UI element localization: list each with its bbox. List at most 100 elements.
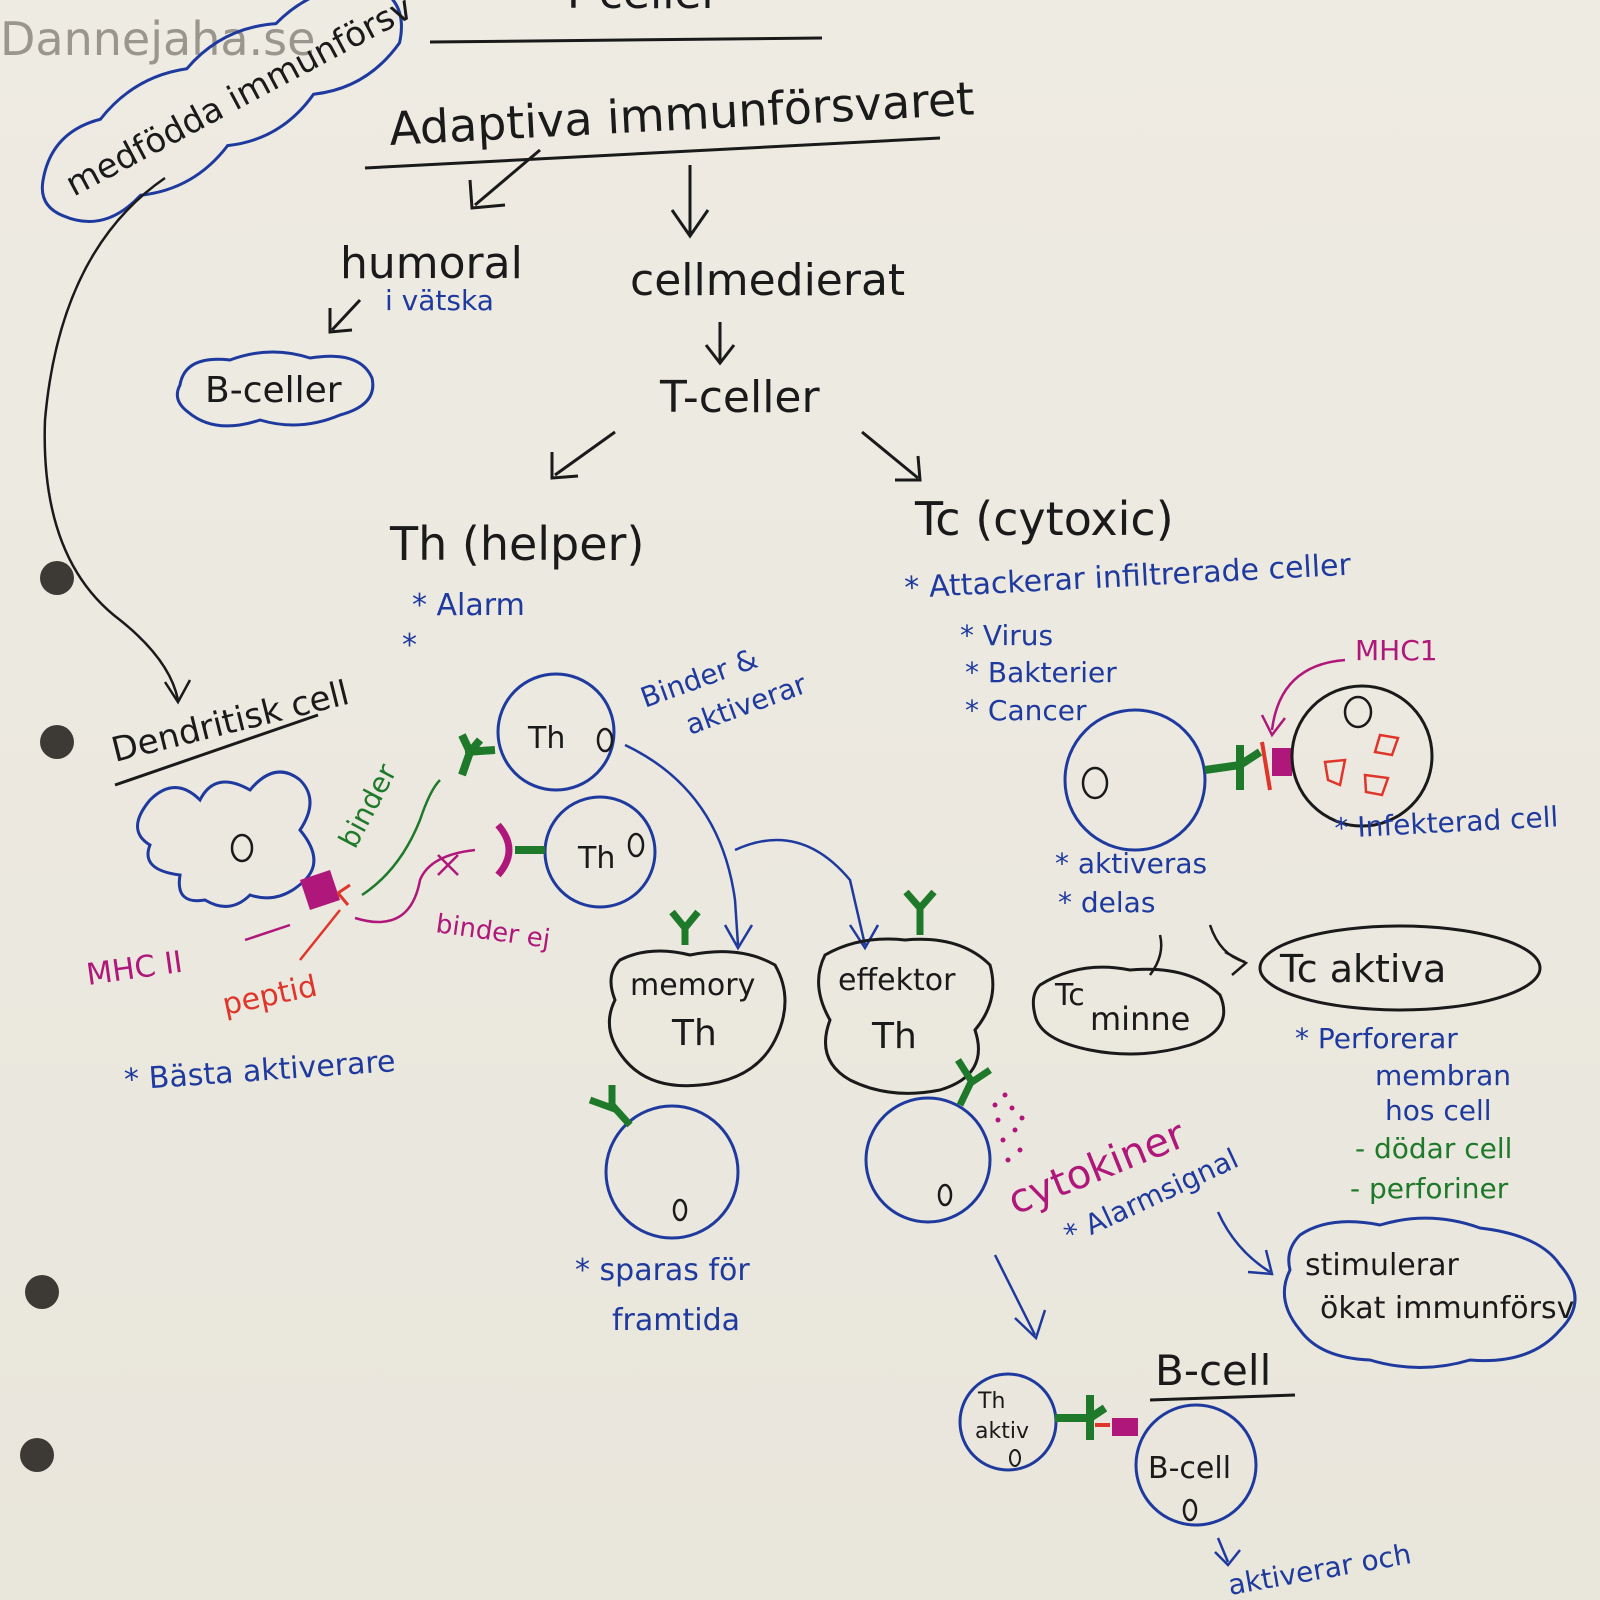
memory-th-label-2: Th <box>671 1013 717 1054</box>
effector-th-receptor <box>903 889 937 935</box>
dendritic-underline <box>114 713 319 787</box>
infected-peptide <box>1260 741 1272 791</box>
arrowhead <box>163 679 192 705</box>
perforins-note: - perforiner <box>1350 1172 1509 1205</box>
th-nucleus <box>596 727 614 753</box>
perforate-note-2: membran <box>1375 1059 1511 1092</box>
stimulates-label-2: ökat immunförsv <box>1320 1291 1574 1326</box>
tc-item-bacteria: * Bakterier <box>965 656 1117 689</box>
virus-particle <box>1323 758 1347 787</box>
arrow-to-stimulates <box>1216 1211 1271 1274</box>
mhc2-receptor <box>300 870 340 910</box>
arrowhead <box>328 308 353 334</box>
arrowhead <box>723 924 754 951</box>
th-receptor-green <box>458 733 496 777</box>
tc-nucleus <box>1081 766 1109 800</box>
perforate-note-3: hos cell <box>1385 1094 1492 1127</box>
th-active-nucleus <box>1009 1449 1021 1467</box>
tc-memory-cell <box>1031 965 1226 1056</box>
innate-to-dendritic-arrow <box>43 176 180 701</box>
effector-cell-nucleus <box>937 1183 953 1207</box>
memory-th-label-1: memory <box>630 968 755 1003</box>
arrowhead <box>704 344 736 366</box>
th-cell-label-2: Th <box>577 841 615 876</box>
th-active-label-1: Th <box>977 1389 1005 1414</box>
humoral-sub: i vätska <box>385 284 494 317</box>
th-heading: Th (helper) <box>389 517 644 571</box>
tc-activated-note: * aktiveras <box>1055 847 1207 880</box>
memory-cell-round <box>604 1104 740 1240</box>
arrowhead <box>1260 714 1286 738</box>
title-underline <box>429 36 823 44</box>
memory-cell-receptor <box>588 1085 633 1128</box>
tc-note: * Attackerar infiltrerade celler <box>904 548 1353 606</box>
th-active-receptor <box>1055 1395 1108 1440</box>
mhc1-pointer <box>1270 658 1346 731</box>
arrow-to-b-cell-section <box>993 1254 1037 1336</box>
mhc1-receptor <box>1272 748 1292 776</box>
not-binds-label: binder ej <box>434 909 552 955</box>
t-cells-label: T-celler <box>659 372 820 423</box>
binds-label: binder <box>332 758 404 853</box>
effector-cell-round <box>864 1096 992 1224</box>
cytokine-dots <box>992 1092 1025 1163</box>
arrowhead <box>550 452 579 480</box>
infected-cell <box>1290 684 1434 828</box>
tc-memory-label-1: Tc <box>1054 978 1085 1013</box>
arrow-to-tc <box>861 430 919 480</box>
humoral-label: humoral <box>340 238 523 289</box>
dendritic-cell <box>136 770 316 908</box>
th-receptor-mismatch <box>495 822 513 878</box>
arrowhead <box>848 924 880 951</box>
th-note-alarm: * Alarm <box>412 588 525 623</box>
cell-mediated-label: cellmedierat <box>630 255 905 306</box>
arrowhead <box>1014 1309 1047 1341</box>
stimulates-cloud <box>1282 1216 1577 1369</box>
arrowhead <box>670 209 710 239</box>
arrow-to-th <box>554 430 616 477</box>
infected-cell-label: * Infekterad cell <box>1334 800 1559 845</box>
tc-heading: Tc (cytoxic) <box>914 492 1174 546</box>
th-cell-binding <box>496 672 616 792</box>
th-nucleus-2 <box>627 832 645 858</box>
virus-particle <box>1363 773 1390 797</box>
binder-hole <box>40 561 74 595</box>
arrow-to-humoral <box>474 148 541 207</box>
mhc2-pointer <box>244 923 291 942</box>
memory-cell-nucleus <box>672 1198 688 1222</box>
perforate-note-1: * Perforerar <box>1295 1022 1458 1055</box>
binder-hole <box>25 1275 59 1309</box>
effector-th-label-2: Th <box>871 1016 917 1057</box>
adaptive-heading: Adaptiva immunförsvaret <box>388 71 976 156</box>
arrowhead <box>1214 1549 1241 1567</box>
tc-item-cancer: * Cancer <box>965 694 1087 727</box>
memory-note-1: * sparas för <box>575 1253 750 1288</box>
binds-arrow <box>361 779 441 897</box>
b-cell-heading: B-cell <box>1155 1346 1271 1395</box>
dendritic-label: Dendritisk cell <box>108 673 354 771</box>
b-cell-label: B-cell <box>1148 1451 1231 1486</box>
effector-th-cell <box>817 937 995 1095</box>
peptide-label: peptid <box>219 969 320 1023</box>
tc-cell <box>1063 708 1207 852</box>
not-binds-arrow <box>354 848 476 924</box>
th-active-label-2: aktiv <box>975 1419 1029 1444</box>
binder-hole <box>40 725 74 759</box>
th-cell-label: Th <box>527 721 565 756</box>
b-cell-heading-underline <box>1149 1393 1296 1402</box>
arrowhead <box>1224 950 1249 976</box>
arrow-to-b-cells <box>330 298 362 332</box>
best-activator-note: * Bästa aktiverare <box>123 1044 397 1098</box>
adaptive-underline <box>364 136 941 170</box>
mhc2-label: MHC II <box>84 945 185 993</box>
page-title: T-celler <box>559 0 720 19</box>
memory-th-receptor <box>669 909 701 945</box>
b-cells-label: B-celler <box>205 370 342 411</box>
tc-active-cell <box>1258 924 1542 1012</box>
memory-th-cell <box>607 949 787 1088</box>
stimulates-label-1: stimulerar <box>1305 1248 1459 1283</box>
dendritic-nucleus <box>230 833 254 863</box>
binder-hole <box>20 1438 54 1472</box>
tc-active-label: Tc aktiva <box>1279 947 1446 991</box>
